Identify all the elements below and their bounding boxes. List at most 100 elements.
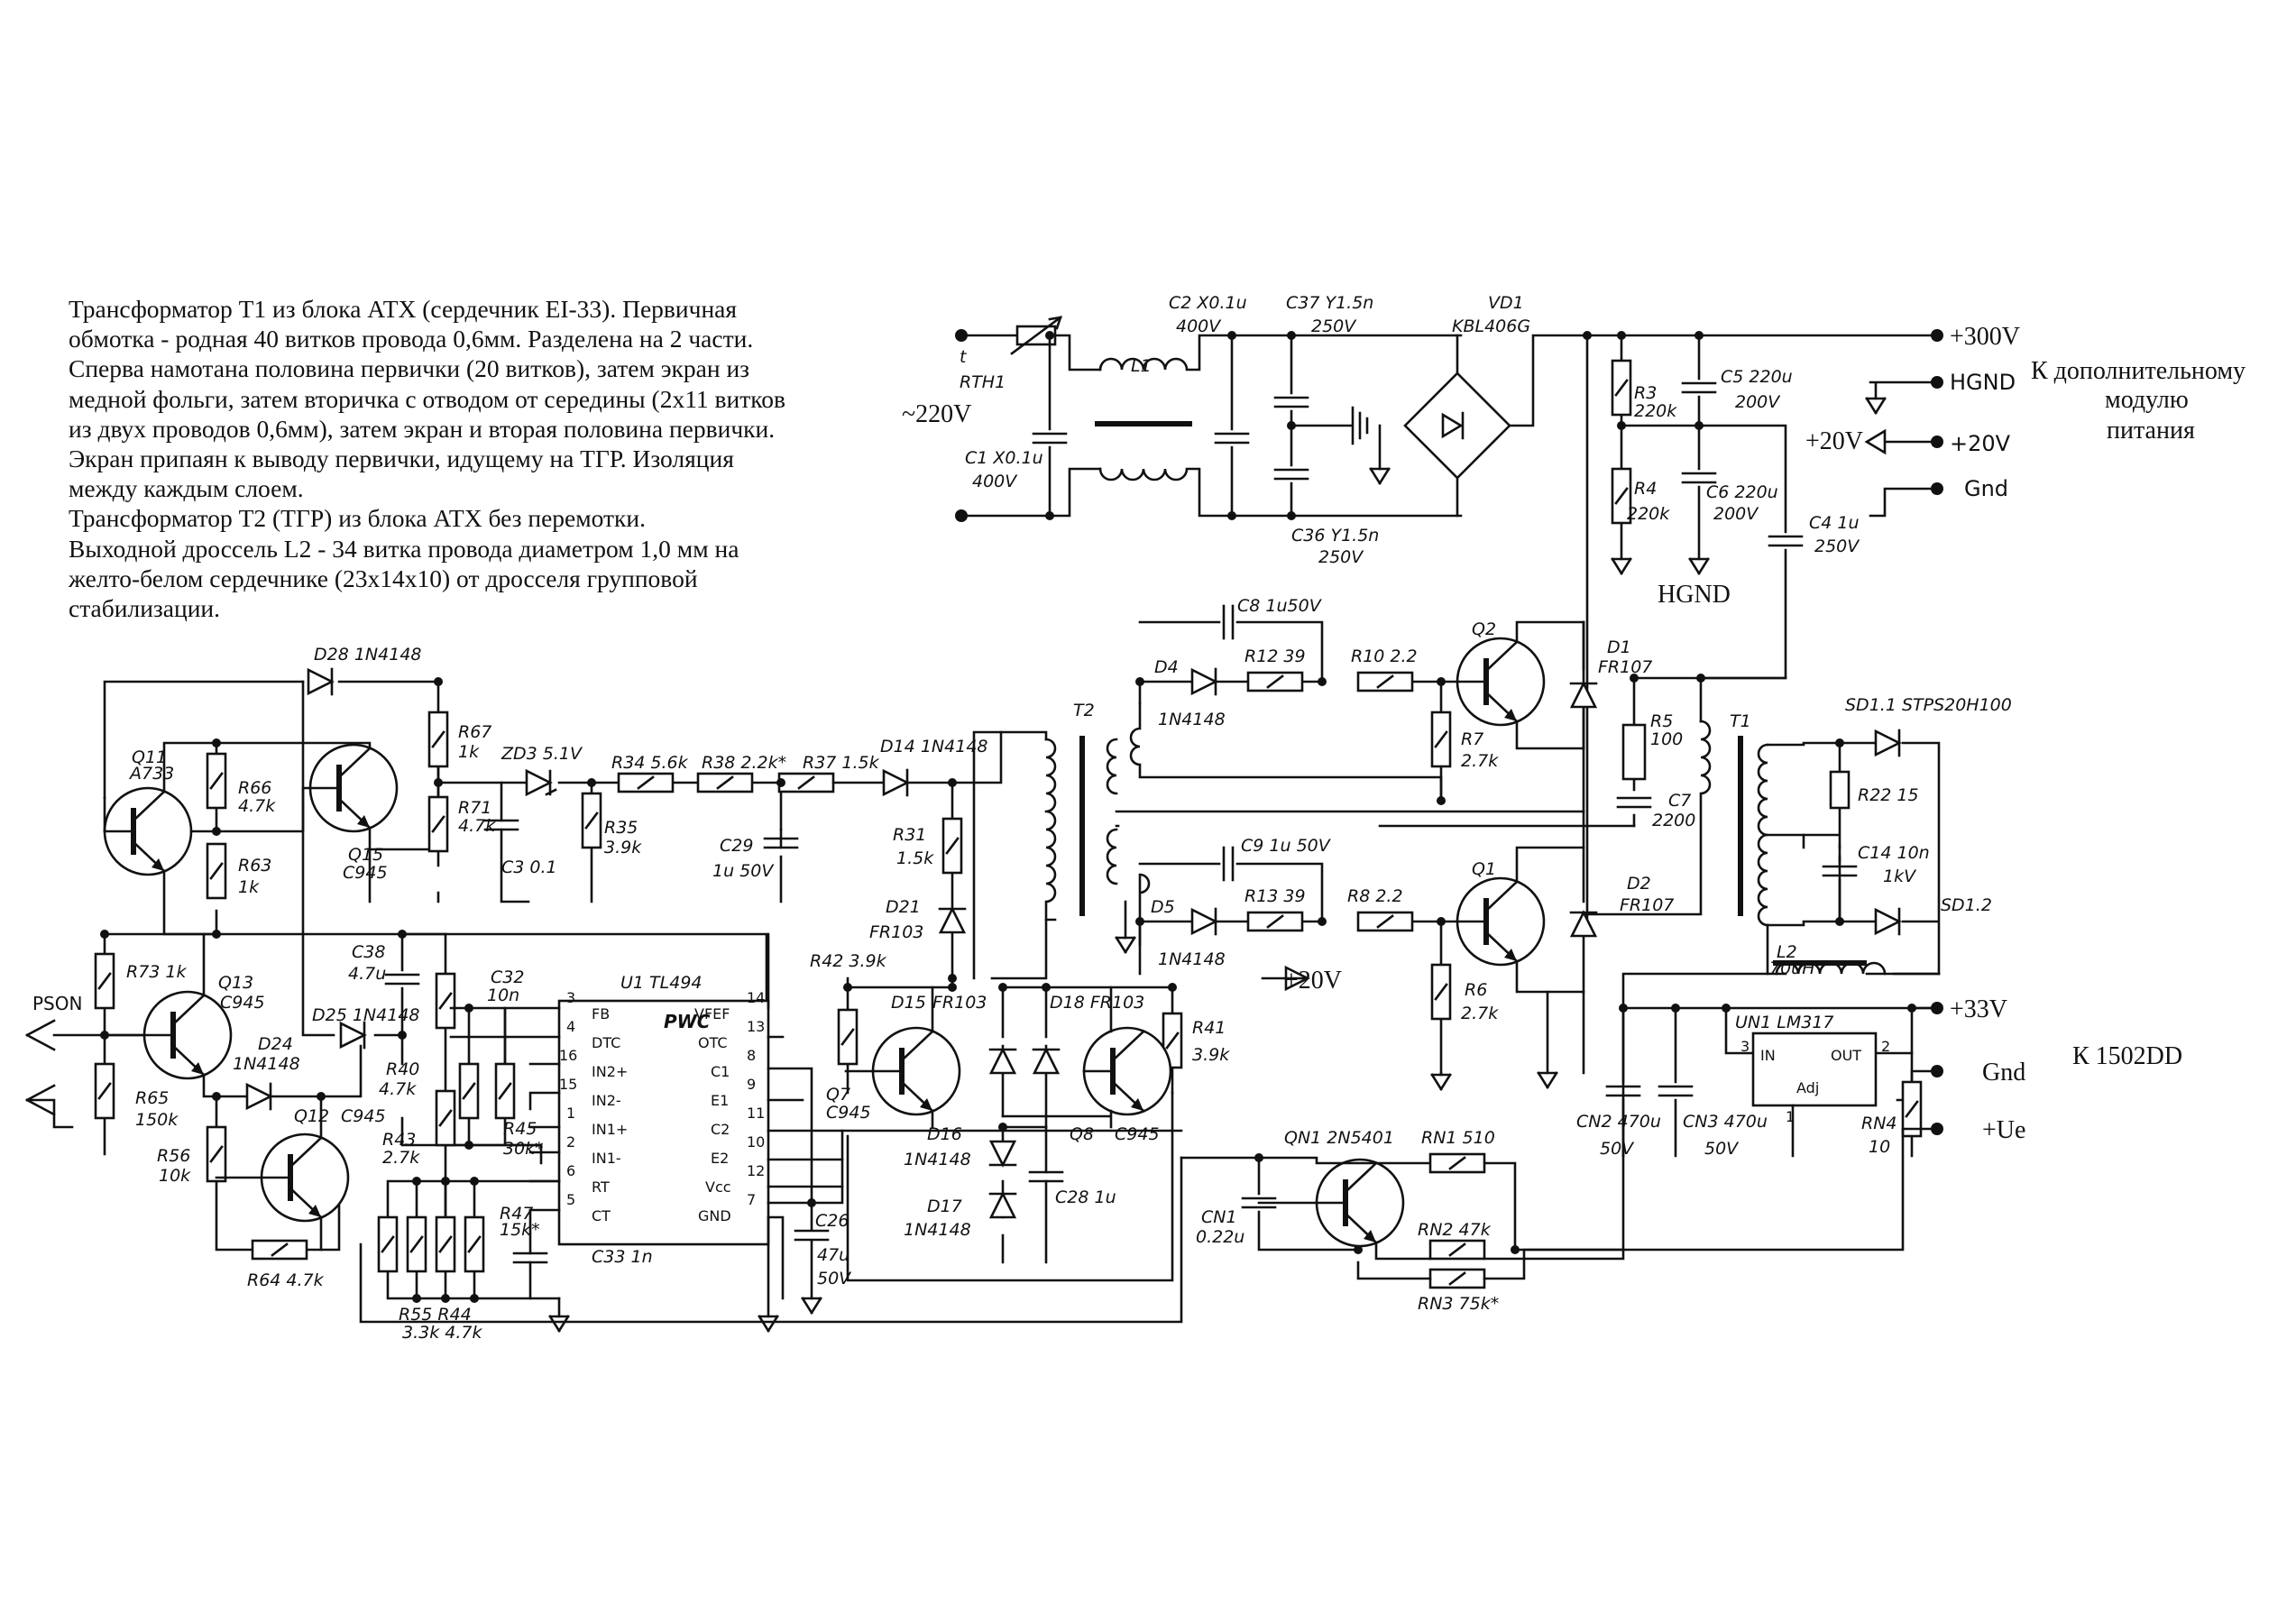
label-gnd: Gnd [1964, 476, 2008, 501]
label-d24-part: 1N4148 [233, 1054, 300, 1074]
u1-pinnum-6: 6 [566, 1162, 575, 1179]
label-vd1-part: KBL406G [1452, 316, 1530, 336]
label-q13: Q13 [218, 973, 253, 993]
input-stage [955, 316, 1943, 689]
label-c37: C37 Y1.5n [1286, 293, 1373, 313]
label-d28: D28 1N4148 [314, 645, 422, 665]
u1-pinnum-15: 15 [559, 1076, 577, 1093]
description-line: Выходной дроссель L2 - 34 витка провода … [69, 534, 739, 563]
label-r4: R4 [1634, 479, 1657, 499]
label-q2: Q2 [1472, 619, 1496, 639]
label-r22: R22 15 [1858, 785, 1919, 805]
u1-pinnum-8: 8 [747, 1047, 756, 1064]
label-r66-v: 4.7k [238, 796, 276, 816]
u1-pin-gnd: GND [698, 1207, 731, 1224]
description-line: Экран припаян к выводу первички, идущему… [69, 445, 734, 473]
label-c6: C6 220u [1706, 482, 1778, 502]
label-d17: D17 [927, 1197, 962, 1216]
label-c5-v: 200V [1735, 392, 1781, 412]
u1-pinnum-1: 1 [566, 1105, 575, 1122]
label-r47-v: 15k* [500, 1220, 540, 1240]
label-c5: C5 220u [1721, 367, 1793, 387]
label-t1: T1 [1730, 711, 1751, 731]
label-r71-v: 4.7k [458, 816, 496, 836]
label-u1: U1 TL494 [620, 973, 703, 993]
label-d4-part: 1N4148 [1158, 710, 1226, 729]
label-sd11: SD1.1 STPS20H100 [1845, 695, 2012, 715]
label-d17-part: 1N4148 [904, 1220, 971, 1240]
u1-pin-vcc: Vcc [705, 1178, 731, 1196]
u1-pinnum-13: 13 [747, 1018, 765, 1035]
u1-pinnum-5: 5 [566, 1191, 575, 1208]
label-c7-v: 2200 [1652, 811, 1695, 830]
label-q11-part: A733 [128, 764, 174, 784]
label-q1: Q1 [1472, 859, 1496, 879]
label-rn4-v: 10 [1869, 1137, 1890, 1157]
label-d15: D15 [891, 993, 926, 1013]
label-r56-v: 10k [159, 1166, 191, 1186]
label-r43-v: 2.7k [382, 1148, 420, 1168]
label-vd1: VD1 [1488, 293, 1524, 313]
label-r47: R47 [500, 1204, 533, 1224]
u1-pin-in1p: IN1+ [592, 1121, 628, 1138]
label-r71: R71 [458, 798, 491, 818]
label-q15: Q15 [348, 845, 383, 865]
label-r35: R35 [604, 818, 638, 838]
description-line: Сперва намотана половина первички (20 ви… [69, 354, 750, 383]
label-cn2-v: 50V [1600, 1139, 1635, 1159]
description-line: медной фольги, затем вторичка с отводом … [69, 384, 785, 413]
label-l2: L2 [1777, 942, 1797, 962]
label-q7: Q7 [826, 1085, 850, 1105]
label-plus-20v-left: +20V [1805, 427, 1863, 455]
label-module-name: К 1502DD [2072, 1042, 2182, 1070]
u1-pinnum-7: 7 [747, 1191, 756, 1208]
label-c9: C9 1u 50V [1241, 836, 1332, 856]
label-r8: R8 2.2 [1347, 886, 1403, 906]
label-c26-v2: 50V [817, 1269, 852, 1288]
label-plus-ue: +Ue [1982, 1116, 2025, 1144]
label-r6: R6 [1465, 980, 1487, 1000]
description-line: желто-белом сердечнике (23х14х10) от дро… [69, 564, 698, 592]
label-q13-part: C945 [220, 993, 265, 1013]
label-hgnd: HGND [1950, 370, 2016, 395]
label-r10: R10 2.2 [1351, 646, 1418, 666]
label-d1-part: FR107 [1598, 657, 1652, 677]
label-cn3-v: 50V [1704, 1139, 1740, 1159]
label-d4: D4 [1154, 657, 1179, 677]
label-r56: R56 [157, 1146, 190, 1166]
label-c2: C2 X0.1u [1169, 293, 1247, 313]
label-c37-v: 250V [1311, 316, 1357, 336]
label-r7-v: 2.7k [1461, 751, 1499, 771]
description-line: между каждым слоем. [69, 474, 304, 503]
label-c3: C3 0.1 [501, 857, 557, 877]
label-t2: T2 [1073, 701, 1095, 720]
label-r3-v: 220k [1634, 401, 1677, 421]
u1-pinnum-10: 10 [747, 1133, 765, 1151]
label-c38-v: 4.7u [348, 964, 386, 984]
label-r67-v: 1k [458, 742, 480, 762]
label-r45: R45 [503, 1119, 537, 1139]
u1-pinnum-16: 16 [559, 1047, 577, 1064]
u1-pinnum-3: 3 [566, 989, 575, 1006]
label-cn2: CN2 470u [1576, 1112, 1661, 1132]
label-r3: R3 [1634, 383, 1657, 403]
label-d21: D21 [886, 897, 921, 917]
label-q7-part: C945 [826, 1103, 871, 1123]
label-c36-v: 250V [1318, 547, 1364, 567]
description-line: стабилизации. [69, 594, 221, 623]
label-hgnd-bottom: HGND [1658, 581, 1731, 609]
label-c2-v: 400V [1176, 316, 1222, 336]
u1-pin-c1: C1 [711, 1063, 730, 1080]
label-d16: D16 [927, 1124, 962, 1144]
label-r13: R13 39 [1244, 886, 1306, 906]
label-gnd-out: Gnd [1982, 1059, 2025, 1087]
label-c26-v: 47u [817, 1245, 850, 1265]
half-bridge [972, 604, 1787, 1091]
label-q11: Q11 [132, 747, 167, 767]
label-r38: R38 2.2k* [702, 753, 786, 773]
label-r42: R42 3.9k [810, 951, 887, 971]
label-r63: R63 [238, 856, 271, 876]
label-rn1: RN1 510 [1421, 1128, 1495, 1148]
label-d24: D24 [258, 1034, 293, 1054]
label-c38: C38 [352, 942, 385, 962]
